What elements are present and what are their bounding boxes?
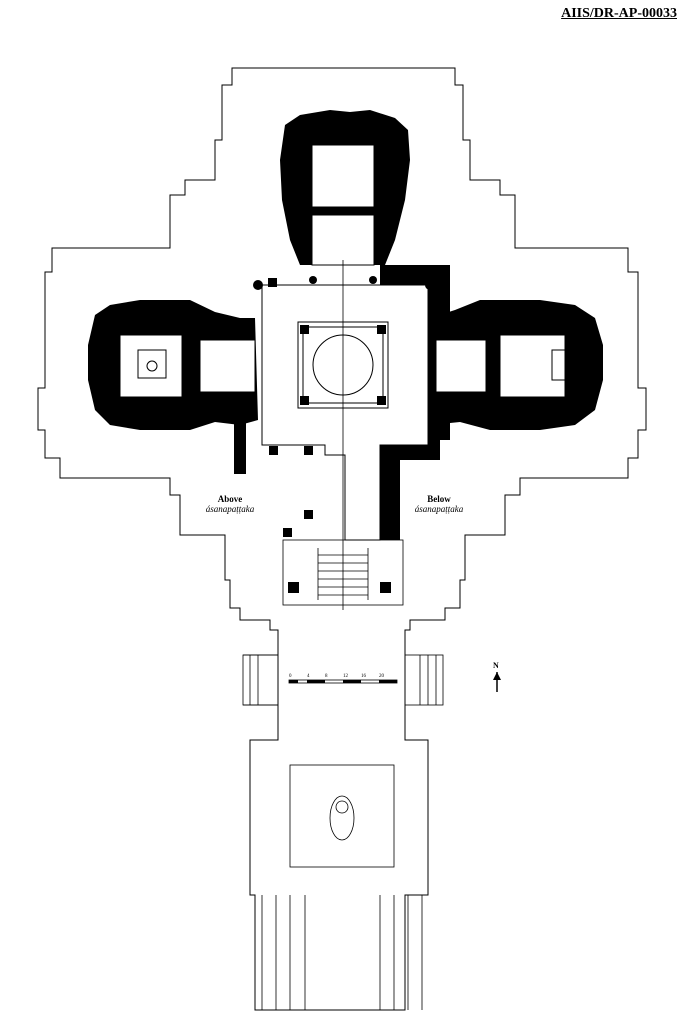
label-below-sub: ásanapaṭṭaka — [414, 504, 464, 514]
pillars — [253, 276, 435, 593]
scale-tick-4: 4 — [307, 674, 310, 679]
north-antarala — [311, 214, 375, 266]
scale-bar — [288, 679, 398, 684]
label-above-sub: ásanapaṭṭaka — [205, 504, 255, 514]
west-side-steps — [242, 654, 279, 706]
west-antarala — [199, 339, 256, 393]
label-below: Below ásanapaṭṭaka — [412, 494, 466, 514]
north-garbhagriha — [311, 144, 375, 208]
scale-labels: 0 4 8 12 16 20 — [289, 674, 385, 679]
scale-tick-16: 16 — [361, 674, 367, 679]
label-above: Above ásanapaṭṭaka — [205, 494, 255, 514]
east-antarala — [435, 339, 487, 393]
east-niche — [551, 349, 566, 381]
nandi-mandapa — [289, 764, 395, 868]
document-id: AIIS/DR-AP-00033 — [561, 6, 677, 21]
label-above-title: Above — [217, 494, 243, 504]
scale-tick-20: 20 — [379, 674, 385, 679]
scale-tick-0: 0 — [289, 674, 292, 679]
north-arrow-icon: N — [493, 661, 501, 692]
nandi-sculpture — [329, 795, 355, 841]
east-side-steps — [404, 654, 444, 706]
scale-tick-12: 12 — [343, 674, 349, 679]
platform-outline — [37, 67, 647, 1011]
scale-tick-8: 8 — [325, 674, 328, 679]
west-wall-strip — [234, 418, 246, 474]
west-linga — [146, 360, 158, 372]
north-label: N — [493, 661, 499, 670]
label-below-title: Below — [427, 494, 451, 504]
